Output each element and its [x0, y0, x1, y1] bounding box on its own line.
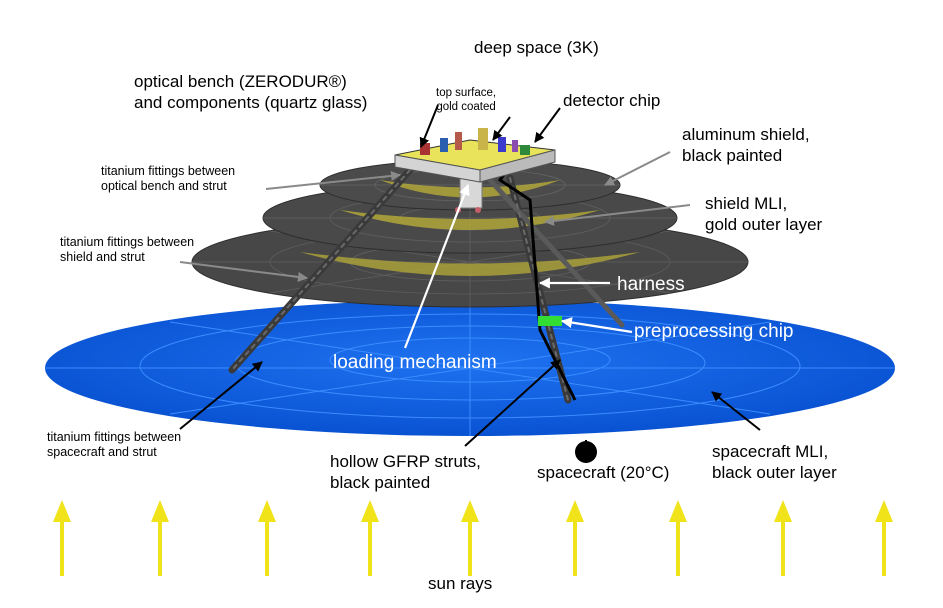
sun-ray-arrow — [875, 500, 893, 576]
spacecraft-mli-disc — [45, 300, 895, 436]
harness-label: harness — [617, 274, 685, 295]
preprocessing-chip-label: preprocessing chip — [634, 321, 794, 342]
gfrp-struts-label: hollow GFRP struts, black painted — [330, 452, 481, 492]
ti-spacecraft-strut-label: titanium fittings between spacecraft and… — [47, 430, 182, 460]
top-surface-label: top surface, gold coated — [436, 87, 497, 114]
callout-arrows — [179, 104, 761, 447]
spacecraft-node — [575, 440, 597, 463]
loading-mechanism-label: loading mechanism — [333, 352, 497, 373]
spacecraft-mli-label: spacecraft MLI, black outer layer — [712, 442, 837, 482]
preprocessing-chip — [538, 316, 562, 326]
ti-shield-strut-label: titanium fittings between shield and str… — [60, 235, 195, 265]
optical-bench — [394, 128, 556, 183]
sun-rays — [53, 500, 893, 576]
sun-ray-arrow — [669, 500, 687, 576]
sun-rays-label: sun rays — [428, 574, 493, 593]
optical-bench-label: optical bench (ZERODUR®) and components … — [134, 72, 368, 112]
shield-mli-label: shield MLI, gold outer layer — [705, 194, 823, 234]
sun-ray-arrow — [566, 500, 584, 576]
detector-chip-label: detector chip — [563, 91, 661, 110]
ti-bench-strut-label: titanium fittings between optical bench … — [101, 164, 236, 194]
sun-ray-arrow — [774, 500, 792, 576]
sun-ray-arrow — [361, 500, 379, 576]
deep-space-label: deep space (3K) — [474, 38, 599, 57]
sun-ray-arrow — [53, 500, 71, 576]
sun-ray-arrow — [461, 500, 479, 576]
sun-ray-arrow — [258, 500, 276, 576]
spacecraft-label: spacecraft (20°C) — [537, 463, 670, 482]
aluminum-shield-label: aluminum shield, black painted — [682, 125, 810, 165]
sun-ray-arrow — [151, 500, 169, 576]
